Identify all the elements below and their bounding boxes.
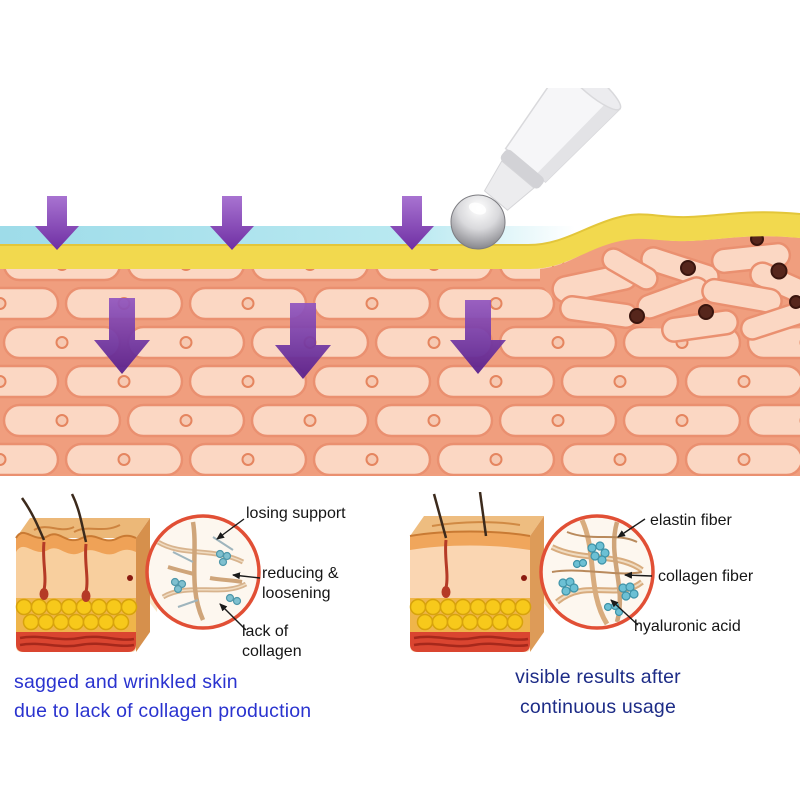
label-losing-support: losing support <box>246 505 346 522</box>
damaged-skin-bump <box>540 232 800 343</box>
leader-reducing-loosening <box>232 572 261 580</box>
label-hyaluronic-acid: hyaluronic acid <box>634 618 741 635</box>
label-collagen-fiber: collagen fiber <box>658 568 754 585</box>
label-lack-of-collagen: lack of collagen <box>242 623 302 660</box>
massage-device <box>450 88 622 250</box>
hyaluronic-clusters <box>558 541 639 617</box>
hair <box>20 497 46 541</box>
deep-arrow-1 <box>94 298 150 374</box>
fat-cells <box>15 598 138 631</box>
smooth-epidermis <box>410 531 530 550</box>
before-caption: sagged and wrinkled skin due to lack of … <box>14 668 394 726</box>
leader-losing-support <box>216 518 245 540</box>
after-panel-graphic <box>409 492 655 652</box>
epidermis-layer <box>0 212 800 269</box>
deep-arrow-3 <box>450 300 506 374</box>
surface-penetration-arrows <box>35 196 434 250</box>
hair <box>70 493 88 543</box>
hair <box>432 493 448 539</box>
label-reducing-loosening: reducing & loosening <box>262 565 339 602</box>
wrinkled-epidermis <box>16 532 136 555</box>
after-caption: visible results after continuous usage <box>448 662 748 722</box>
before-panel-graphic <box>15 493 261 652</box>
skin-cube-after <box>409 492 544 652</box>
leader-elastin-fiber <box>617 518 646 538</box>
before-caption-line-2: due to lack of collagen production <box>14 700 312 722</box>
skin-cross-section-illustration <box>0 88 800 476</box>
skin-cube-before <box>15 493 150 652</box>
device-neck <box>483 160 535 211</box>
hair <box>478 492 488 537</box>
surface-arrow-3 <box>390 196 434 250</box>
serum-layer <box>0 226 575 246</box>
fat-cells <box>409 598 532 631</box>
leader-hyaluronic-acid <box>610 599 639 626</box>
leader-lack-of-collagen <box>219 603 247 631</box>
deep-penetration-arrows <box>94 298 506 379</box>
after-caption-line-1: visible results after <box>515 666 681 688</box>
muscle-layer <box>410 632 530 652</box>
damaged-cell-dots <box>629 232 800 324</box>
surface-arrow-1 <box>35 196 79 250</box>
epidermis-top-edge <box>0 211 800 246</box>
device-collar <box>500 149 544 189</box>
muscle-layer <box>16 632 136 652</box>
label-elastin-fiber: elastin fiber <box>650 512 732 529</box>
deep-arrow-2 <box>275 303 331 379</box>
surface-arrow-2 <box>210 196 254 250</box>
before-caption-line-1: sagged and wrinkled skin <box>14 671 238 693</box>
magnifier-healthy-fibers <box>539 514 655 630</box>
after-caption-line-2: continuous usage <box>519 696 677 718</box>
leader-collagen-fiber <box>624 571 653 579</box>
device-roller-ball <box>450 194 506 250</box>
magnifier-damaged-fibers <box>145 514 261 630</box>
